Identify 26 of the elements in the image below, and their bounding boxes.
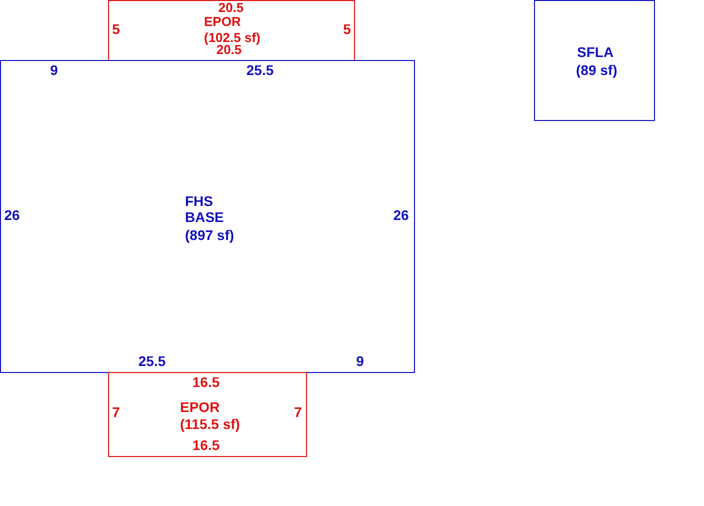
dimension-label: 5 [343,21,351,37]
dimension-label: 9 [50,62,58,78]
room-outline [108,372,307,457]
dimension-label: 20.5 [218,1,244,15]
dimension-label: 26 [393,207,409,223]
dimension-label: 16.5 [192,374,220,390]
area-name: FHS BASE [185,193,225,225]
area-size: (897 sf) [185,227,234,243]
room-outline [0,60,415,373]
area-name: EPOR [204,14,241,29]
dimension-label: 26 [4,207,20,223]
dimension-label: 20.5 [216,43,242,57]
area-size: (102.5 sf) [204,30,260,45]
area-size: (115.5 sf) [180,416,240,432]
dimension-label: 25.5 [138,353,166,369]
room-outline [534,0,655,121]
dimension-label: 9 [356,353,364,369]
dimension-label: 7 [294,404,302,420]
area-name: EPOR [180,399,220,415]
room-outline [108,0,355,61]
area-size: (89 sf) [576,62,618,78]
dimension-label: 25.5 [246,62,274,78]
area-name: SFLA [577,44,614,60]
dimension-label: 16.5 [192,437,220,453]
dimension-label: 7 [112,404,120,420]
dimension-label: 5 [112,21,120,37]
